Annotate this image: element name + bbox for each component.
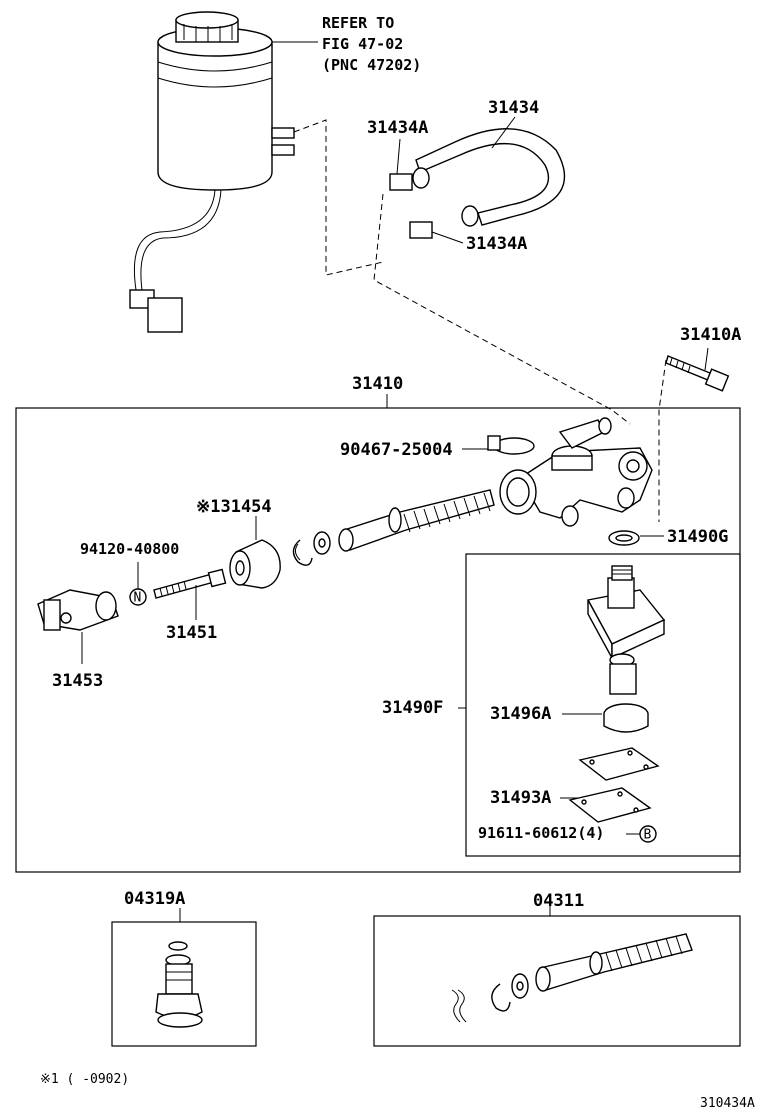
push-rod-31451-illustration bbox=[153, 568, 227, 620]
kit-box-04319a bbox=[111, 921, 257, 1047]
dashed-guide-hose-cylinder bbox=[373, 193, 631, 425]
dashed-guide-reservoir-hose bbox=[293, 119, 384, 276]
kit-box-04311 bbox=[373, 915, 741, 1047]
figure-id: 310434A bbox=[700, 1096, 755, 1111]
badge-b-text: B bbox=[644, 828, 652, 843]
clamp-90467-illustration bbox=[462, 435, 535, 455]
label-31490g: 31490G bbox=[667, 527, 728, 547]
label-31493a: 31493A bbox=[490, 788, 551, 808]
gasket-31490g-illustration bbox=[608, 530, 664, 546]
refer-text-line3: (PNC 47202) bbox=[322, 56, 421, 74]
kit-04319a-seal-illustration bbox=[155, 941, 203, 1028]
plate-31493a-illustration bbox=[560, 787, 652, 823]
piston-spring-illustration bbox=[338, 489, 495, 552]
label-91611-60612: 91611-60612(4) bbox=[478, 824, 604, 842]
label-31434: 31434 bbox=[488, 98, 539, 118]
snap-ring-illustration bbox=[292, 539, 313, 566]
hose-31434-illustration bbox=[389, 116, 566, 244]
washer-illustration bbox=[313, 531, 331, 555]
footnote-text: ※1 ( -0902) bbox=[40, 1072, 129, 1087]
gasket-plate-illustration bbox=[578, 747, 660, 781]
screw-badge-b: B bbox=[626, 825, 657, 843]
bolt-31410a-illustration bbox=[665, 347, 730, 392]
boot-31454-illustration bbox=[229, 516, 281, 589]
label-31496a: 31496A bbox=[490, 704, 551, 724]
kit-04311-piston-illustration bbox=[535, 933, 693, 992]
refer-text-line2: FIG 47-02 bbox=[322, 35, 403, 53]
label-31453: 31453 bbox=[52, 671, 103, 691]
refer-text-line1: REFER TO bbox=[322, 14, 394, 32]
master-cylinder-body-illustration bbox=[499, 417, 653, 527]
reservoir-fitting-illustration bbox=[586, 565, 666, 660]
kit-04311-washer-illustration bbox=[511, 973, 529, 999]
reservoir-tank-illustration bbox=[129, 11, 318, 333]
label-90467-25004: 90467-25004 bbox=[340, 440, 453, 460]
kit-04311-pin-illustration bbox=[451, 989, 467, 1023]
label-04319a: 04319A bbox=[124, 889, 185, 909]
badge-n-text: N bbox=[134, 591, 142, 606]
clevis-31453-illustration bbox=[37, 589, 119, 664]
label-31410: 31410 bbox=[352, 374, 403, 394]
label-31451: 31451 bbox=[166, 623, 217, 643]
label-31454: ※131454 bbox=[196, 497, 272, 517]
kit-04311-snap-ring-illustration bbox=[491, 983, 511, 1012]
nut-badge-n: N bbox=[129, 562, 147, 606]
label-31410a: 31410A bbox=[680, 325, 741, 345]
label-04311: 04311 bbox=[533, 891, 584, 911]
dashed-guide-bolt bbox=[658, 359, 667, 522]
label-94120-40800: 94120-40800 bbox=[80, 540, 179, 558]
label-31434a-top: 31434A bbox=[367, 118, 428, 138]
label-31490f: 31490F bbox=[382, 698, 443, 718]
sub-assembly-box-31490f bbox=[465, 553, 741, 857]
label-31434a-bottom: 31434A bbox=[466, 234, 527, 254]
seal-31496a-illustration bbox=[562, 653, 649, 733]
